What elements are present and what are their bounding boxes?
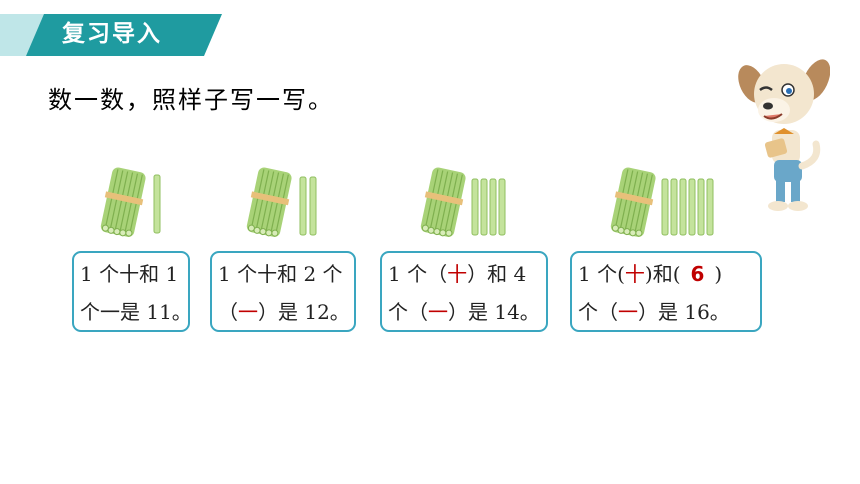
text-segment: ）是 14。 — [448, 300, 540, 324]
answer-text: 十 — [447, 262, 468, 286]
text-segment: ）是 16。 — [638, 300, 730, 324]
text-segment: 个（ — [578, 300, 618, 324]
dog-mascot-illustration — [738, 59, 830, 211]
paren-close: ）是 12。 — [258, 300, 350, 324]
instruction-text: 数一数，照样子写一写。 — [48, 86, 334, 114]
answer-text: 一 — [618, 300, 638, 324]
answer-card-3: 1 个（十）和 4 个（一）是 14。 — [380, 251, 548, 332]
sticks-group-3 — [420, 167, 506, 237]
card-line: 1 个(十)和( 6) — [578, 257, 756, 291]
text-segment: )和( — [644, 262, 681, 286]
sticks-group-4 — [610, 167, 714, 237]
answer-card-2: 1 个十和 2 个 （一）是 12。 — [210, 251, 356, 332]
card-line: 1 个十和 2 个 — [218, 262, 343, 286]
answer-number: 6 — [690, 262, 705, 286]
sticks-group-2 — [246, 167, 317, 237]
text-segment: 1 个（ — [388, 262, 448, 286]
text-segment: ）和 4 — [467, 262, 527, 286]
card-line: 个（一）是 16。 — [578, 295, 756, 329]
stick-bundle — [100, 167, 146, 237]
card-line: 个（一）是 14。 — [388, 295, 542, 329]
card-line: （一）是 12。 — [218, 295, 350, 329]
text-segment: ) — [714, 262, 723, 286]
answer-card-1: 1 个十和 1 个一是 11。 — [72, 251, 192, 332]
answer-text: 一 — [238, 300, 258, 324]
text-segment: 1 个( — [578, 262, 625, 286]
answer-card-4: 1 个(十)和( 6) 个（一）是 16。 — [570, 251, 762, 332]
text-segment: 个（ — [388, 300, 428, 324]
paren-open: （ — [218, 300, 238, 324]
section-title: 复习导入 — [62, 21, 162, 47]
card-line: 1 个（十）和 4 — [388, 257, 542, 291]
section-banner — [0, 14, 222, 56]
answer-text: 一 — [428, 300, 448, 324]
answer-text: 十 — [624, 262, 645, 286]
sticks-group-1 — [100, 167, 161, 237]
card-line: 1 个十和 1 — [80, 262, 179, 286]
card-line: 个一是 11。 — [80, 300, 192, 324]
